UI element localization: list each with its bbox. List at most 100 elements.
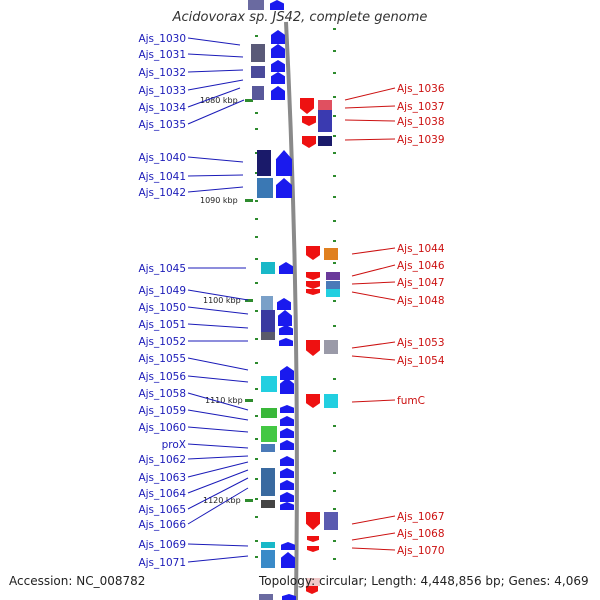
gene-label-left: Ajs_1032 xyxy=(138,67,186,79)
gene-leader-line xyxy=(187,375,249,383)
plus-strand-gene-arrow xyxy=(280,456,294,466)
gene-leader-line xyxy=(187,156,244,163)
track-tick xyxy=(255,35,258,37)
plus-strand-gene-arrow xyxy=(280,468,294,478)
gene-label-left: Ajs_1064 xyxy=(138,488,186,500)
kbp-marker-label: 1120 kbp xyxy=(203,496,241,505)
plus-strand-gene-arrow xyxy=(271,44,285,58)
track-tick xyxy=(333,196,336,198)
gene-label-right: Ajs_1048 xyxy=(397,295,445,307)
gene-label-right: Ajs_1070 xyxy=(397,545,445,557)
minus-strand-gene-arrow xyxy=(306,272,320,280)
gene-feature-block xyxy=(261,550,275,568)
gene-leader-line xyxy=(187,323,249,329)
gene-leader-line xyxy=(351,291,396,301)
gene-leader-line xyxy=(187,357,249,371)
gene-label-left: Ajs_1049 xyxy=(138,285,186,297)
gene-leader-line xyxy=(187,477,249,510)
gene-label-right: Ajs_1036 xyxy=(397,83,445,95)
gene-label-right: Ajs_1038 xyxy=(397,116,445,128)
plus-strand-gene-arrow xyxy=(280,366,294,380)
gene-feature-block xyxy=(248,0,264,10)
gene-leader-line xyxy=(187,69,244,73)
plus-strand-gene-arrow xyxy=(281,542,295,550)
plus-strand-gene-arrow xyxy=(281,552,295,568)
plus-strand-gene-arrow xyxy=(271,86,285,100)
track-tick xyxy=(333,96,336,98)
gene-leader-line xyxy=(351,341,396,349)
gene-feature-block xyxy=(261,542,275,548)
minus-strand-gene-arrow xyxy=(300,98,314,114)
gene-feature-block xyxy=(261,262,275,274)
kbp-marker-label: 1080 kbp xyxy=(200,96,238,105)
plus-strand-gene-arrow xyxy=(271,72,285,84)
plus-strand-gene-arrow xyxy=(282,594,296,600)
plus-strand-gene-arrow xyxy=(276,178,292,198)
gene-feature-block xyxy=(261,444,275,452)
gene-feature-block xyxy=(261,468,275,496)
gene-leader-line xyxy=(187,53,244,58)
gene-label-right: Ajs_1067 xyxy=(397,511,445,523)
plus-strand-gene-arrow xyxy=(270,0,284,10)
gene-label-left: Ajs_1071 xyxy=(138,557,186,569)
kbp-tick xyxy=(245,199,253,202)
plus-strand-gene-arrow xyxy=(279,338,293,346)
gene-leader-line xyxy=(187,37,241,46)
plus-strand-gene-arrow xyxy=(280,428,294,438)
gene-label-left: Ajs_1051 xyxy=(138,319,186,331)
kbp-marker-label: 1090 kbp xyxy=(200,196,238,205)
track-tick xyxy=(255,218,258,220)
minus-strand-gene-arrow xyxy=(306,586,318,594)
minus-strand-gene-arrow xyxy=(306,394,320,408)
gene-leader-line xyxy=(351,281,396,285)
track-tick xyxy=(333,50,336,52)
plus-strand-gene-arrow xyxy=(277,298,291,310)
gene-label-left: Ajs_1055 xyxy=(138,353,186,365)
gene-label-left: Ajs_1056 xyxy=(138,371,186,383)
gene-leader-line xyxy=(187,174,244,177)
minus-strand-gene-arrow xyxy=(306,340,320,356)
gene-leader-line xyxy=(344,87,396,101)
track-tick xyxy=(333,508,336,510)
track-tick xyxy=(255,282,258,284)
gene-leader-line xyxy=(344,105,396,109)
gene-label-right: Ajs_1046 xyxy=(397,260,445,272)
track-tick xyxy=(333,300,336,302)
plus-strand-gene-arrow xyxy=(279,325,293,335)
gene-label-left: Ajs_1052 xyxy=(138,336,186,348)
gene-label-left: Ajs_1040 xyxy=(138,152,186,164)
gene-label-left: Ajs_1065 xyxy=(138,504,186,516)
gene-label-left: Ajs_1035 xyxy=(138,119,186,131)
track-tick xyxy=(255,478,258,480)
gene-leader-line xyxy=(187,392,249,411)
plus-strand-gene-arrow xyxy=(280,416,294,426)
minus-strand-gene-arrow xyxy=(306,281,320,289)
track-tick xyxy=(333,558,336,560)
track-tick xyxy=(255,388,258,390)
gene-feature-block xyxy=(324,340,338,354)
plus-strand-gene-arrow xyxy=(271,30,285,44)
gene-feature-block xyxy=(251,66,265,78)
gene-label-left: Ajs_1033 xyxy=(138,85,186,97)
minus-strand-gene-arrow xyxy=(302,136,316,148)
track-tick xyxy=(333,240,336,242)
track-tick xyxy=(333,425,336,427)
minus-strand-gene-arrow xyxy=(306,246,320,260)
track-tick xyxy=(333,490,336,492)
minus-strand-gene-arrow xyxy=(307,546,319,552)
minus-strand-gene-arrow xyxy=(302,116,316,126)
gene-label-right: Ajs_1037 xyxy=(397,101,445,113)
gene-leader-line xyxy=(187,443,249,449)
gene-leader-line xyxy=(187,461,249,478)
gene-feature-block xyxy=(252,86,264,100)
track-tick xyxy=(333,325,336,327)
gene-label-left: Ajs_1031 xyxy=(138,49,186,61)
track-tick xyxy=(333,450,336,452)
minus-strand-gene-arrow xyxy=(306,289,320,295)
gene-feature-block xyxy=(261,500,275,508)
gene-label-right: Ajs_1039 xyxy=(397,134,445,146)
track-tick xyxy=(255,258,258,260)
map-title: Acidovorax sp. JS42, complete genome xyxy=(172,10,428,25)
plus-strand-gene-arrow xyxy=(276,150,292,176)
